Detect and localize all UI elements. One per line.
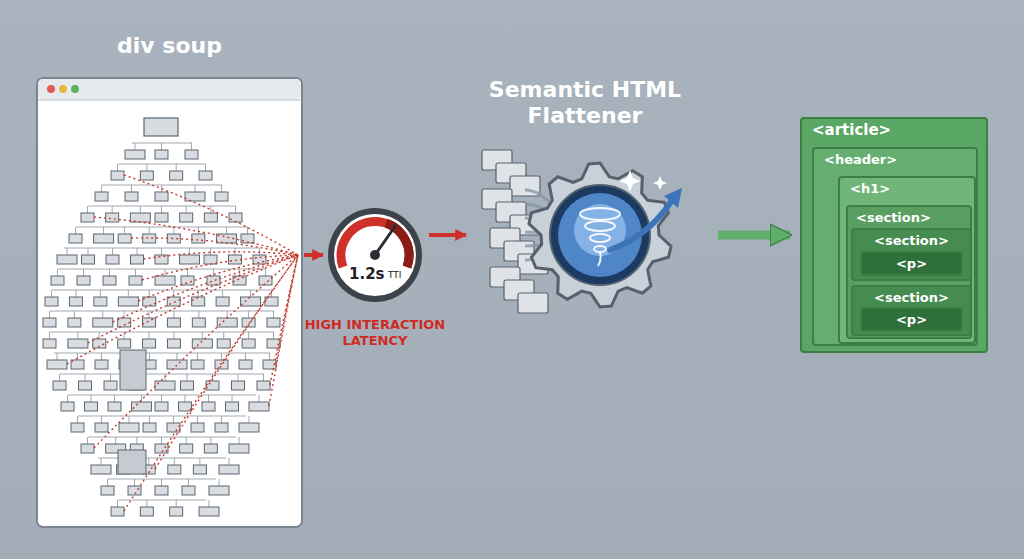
flattener-gear: Semantic HTML Flattener [470,145,700,325]
browser-window [37,78,302,527]
flow-arrow [304,253,323,257]
tti-unit: TTI [388,270,402,281]
header-box: <header><h1><section><section><p><sectio… [812,147,978,346]
flattener-title: Semantic HTML Flattener [470,77,700,129]
latency-label: HIGH INTERACTION LATENCY [303,317,447,349]
window-dot [71,85,79,93]
tag-label: <article> [812,122,891,138]
tag-label: <p> [862,312,961,328]
title-bar [38,79,301,100]
p-box: <p> [860,251,963,276]
tag-label: <section> [853,290,970,306]
section-box: <section> <p> [851,228,972,281]
latency-lines [67,175,298,511]
article-box: <article><header><h1><section><section><… [800,117,988,353]
tag-label: <h1> [850,181,890,197]
p-box: <p> [860,307,963,332]
gear [529,163,682,307]
section-box: <section> <section> <p> <section> <p> [846,205,972,339]
section-box: <section> <p> [851,285,972,336]
window-title: div soup [37,32,302,60]
tag-label: <header> [824,152,897,168]
flow-arrow [718,231,790,240]
div-tree [43,118,280,516]
window-dot [47,85,55,93]
h1-box: <h1> <section> <section> <p> <section> <p> [838,176,976,344]
tag-label: <section> [856,210,931,226]
window-dot [59,85,67,93]
gauge [328,208,422,302]
tag-label: <section> [853,233,970,249]
latency-gauge: 1.2sTTIHIGH INTERACTION LATENCY [325,205,425,305]
tag-label: <p> [862,256,961,272]
flow-arrow [429,233,466,237]
tti-value: 1.2s [349,265,385,283]
browser-window: div soup [37,78,302,527]
